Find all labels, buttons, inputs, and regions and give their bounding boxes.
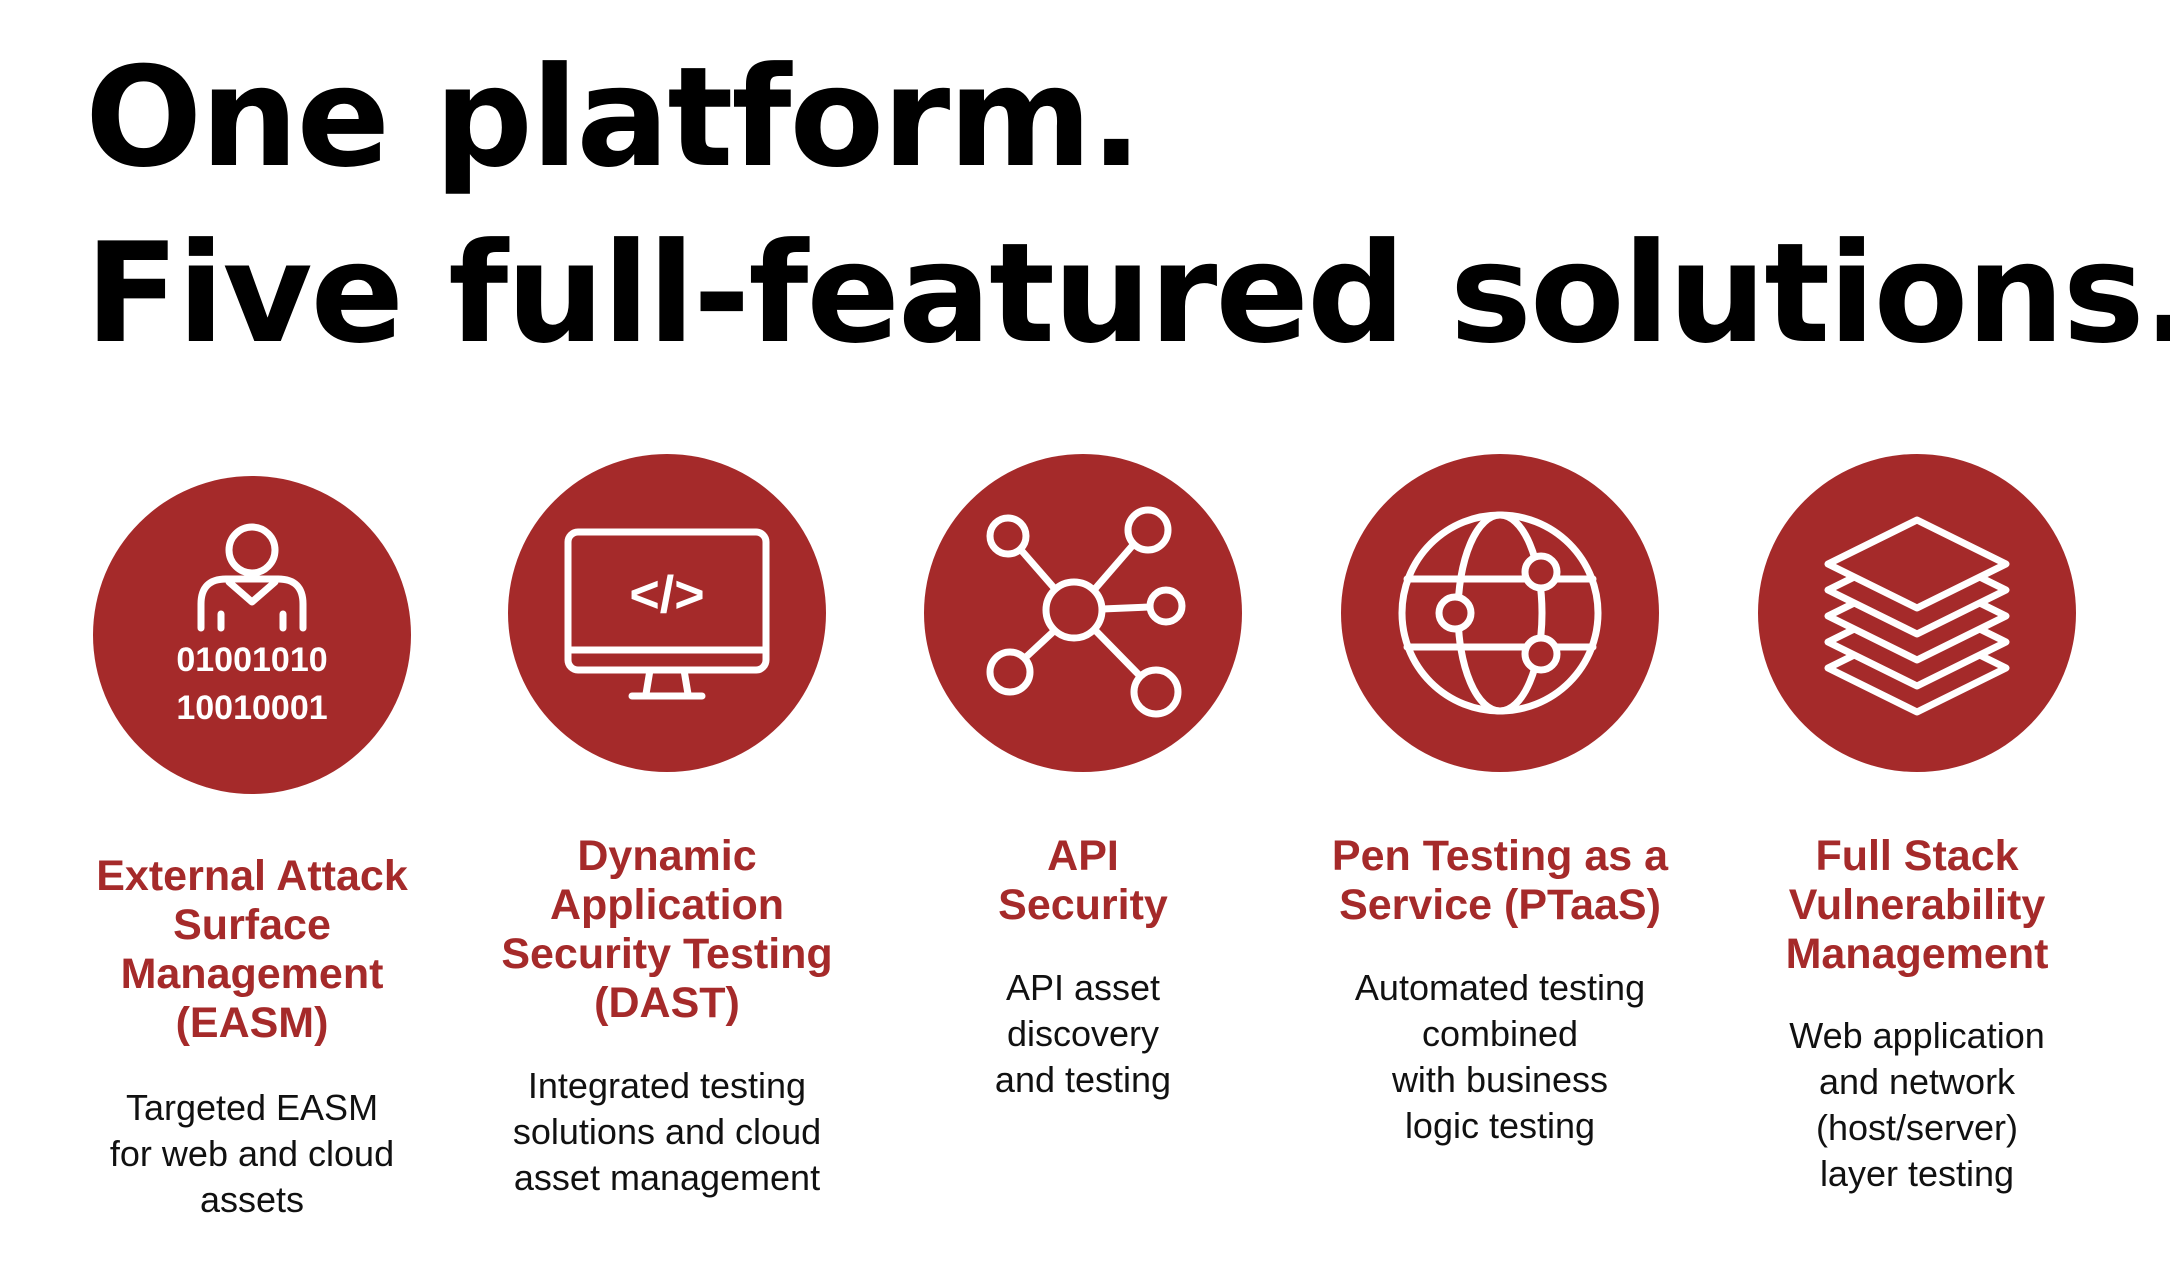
feature-description: Automated testing combined with business…: [1310, 965, 1690, 1149]
title-line: Management: [120, 950, 384, 998]
feature-title: Full Stack Vulnerability Management: [1727, 832, 2107, 979]
globe-nodes-icon: [1398, 511, 1602, 715]
stacked-layers-icon: [1824, 516, 2010, 716]
title-line: API: [1047, 832, 1119, 880]
description-line: Integrated testing: [527, 1065, 807, 1106]
feature-full-stack: Full Stack Vulnerability Management Web …: [1727, 0, 2107, 1274]
title-line: Vulnerability: [1788, 881, 2046, 929]
title-line: (DAST): [594, 979, 740, 1027]
title-line: Pen Testing as a: [1331, 832, 1669, 880]
network-hub-icon: [986, 506, 1186, 718]
description-line: assets: [199, 1179, 305, 1220]
code-symbol: </>: [629, 566, 704, 624]
title-line: Management: [1785, 930, 2049, 978]
description-line: with business: [1391, 1059, 1609, 1100]
description-line: Targeted EASM: [125, 1087, 379, 1128]
feature-description: API asset discovery and testing: [893, 965, 1273, 1103]
feature-api-security: API Security API asset discovery and tes…: [893, 0, 1273, 1274]
description-line: logic testing: [1404, 1105, 1596, 1146]
headline-line-2: Five full-featured solutions.: [85, 213, 2170, 374]
feature-dast: </> Dynamic Application Security Testing…: [477, 0, 857, 1274]
title-line: Security Testing: [501, 930, 833, 978]
description-line: and testing: [994, 1059, 1172, 1100]
monitor-code-icon: </>: [564, 528, 770, 700]
description-line: combined: [1421, 1013, 1579, 1054]
api-icon-circle: [924, 454, 1242, 772]
feature-easm: 01001010 10010001 External Attack Surfac…: [62, 0, 442, 1274]
title-line: External Attack: [96, 852, 408, 900]
title-line: Service (PTaaS): [1339, 881, 1661, 929]
feature-description: Web application and network (host/server…: [1727, 1013, 2107, 1197]
easm-icon-circle: 01001010 10010001: [93, 476, 411, 794]
feature-description: Targeted EASM for web and cloud assets: [62, 1085, 442, 1223]
description-line: Web application: [1789, 1015, 2045, 1056]
user-binary-icon: 01001010 10010001: [176, 523, 328, 727]
binary-line-2: 10010001: [176, 689, 327, 727]
feature-title: API Security: [893, 832, 1273, 930]
dast-icon-circle: </>: [508, 454, 826, 772]
description-line: (host/server): [1815, 1107, 2019, 1148]
description-line: Automated testing: [1354, 967, 1646, 1008]
title-line: Dynamic: [577, 832, 757, 880]
title-line: Surface: [173, 901, 331, 949]
feature-ptaas: Pen Testing as a Service (PTaaS) Automat…: [1310, 0, 1690, 1274]
description-line: and network: [1818, 1061, 2016, 1102]
headline: One platform. Five full-featured solutio…: [85, 30, 2170, 382]
title-line: Security: [998, 881, 1168, 929]
full-stack-icon-circle: [1758, 454, 2076, 772]
headline-line-1: One platform.: [85, 37, 1143, 198]
feature-title: Pen Testing as a Service (PTaaS): [1310, 832, 1690, 930]
description-line: solutions and cloud: [512, 1111, 822, 1152]
description-line: asset management: [513, 1157, 821, 1198]
description-line: layer testing: [1819, 1153, 2015, 1194]
binary-line-1: 01001010: [176, 641, 327, 679]
title-line: (EASM): [175, 999, 329, 1047]
ptaas-icon-circle: [1341, 454, 1659, 772]
title-line: Application: [549, 881, 785, 929]
feature-title: Dynamic Application Security Testing (DA…: [477, 832, 857, 1028]
feature-title: External Attack Surface Management (EASM…: [62, 852, 442, 1048]
feature-description: Integrated testing solutions and cloud a…: [477, 1063, 857, 1201]
title-line: Full Stack: [1815, 832, 2019, 880]
description-line: for web and cloud: [109, 1133, 395, 1174]
description-line: discovery: [1006, 1013, 1160, 1054]
description-line: API asset: [1005, 967, 1161, 1008]
